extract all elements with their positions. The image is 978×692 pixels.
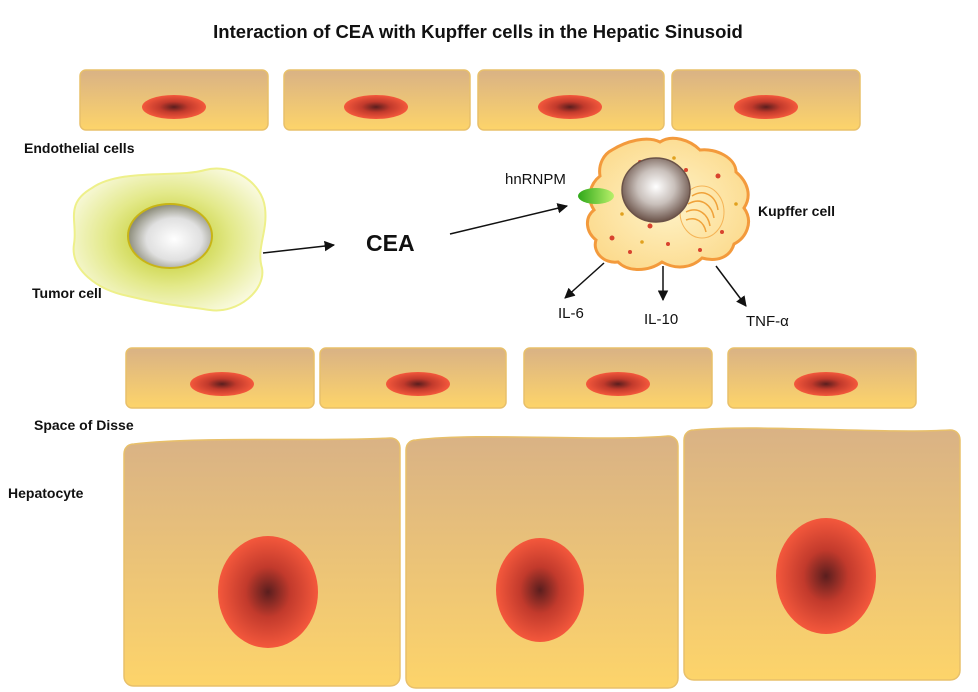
hepatocyte-row	[123, 427, 961, 689]
endothelial-cell	[523, 347, 713, 409]
hepatocyte-cell	[405, 435, 679, 689]
nucleus	[142, 95, 206, 119]
arrow-cea-to-kupffer	[449, 203, 569, 235]
label-kupffer-cell: Kupffer cell	[758, 203, 835, 219]
arrow-tumor-to-cea	[262, 240, 336, 254]
endothelial-cell	[79, 69, 269, 131]
label-cea: CEA	[366, 230, 415, 256]
label-il10: IL-10	[644, 311, 678, 328]
endothelial-row-bottom	[125, 347, 917, 409]
label-endothelial-cells: Endothelial cells	[24, 140, 135, 156]
nucleus	[734, 95, 798, 119]
hepatocyte-nucleus	[776, 518, 876, 634]
endothelial-cell	[671, 69, 861, 131]
label-tnf: TNF-α	[746, 313, 789, 330]
hepatocyte-cell	[683, 427, 961, 681]
endothelial-row-top	[79, 69, 861, 131]
label-hnrnpm: hnRNPM	[505, 171, 566, 188]
hepatocyte-nucleus	[496, 538, 584, 642]
endothelial-cell	[125, 347, 315, 409]
endothelial-cell	[477, 69, 665, 131]
tumor-nucleus	[127, 203, 213, 269]
endothelial-cell	[283, 69, 471, 131]
kupffer-nucleus	[621, 157, 691, 223]
kupffer-cell	[578, 136, 750, 271]
nucleus	[190, 372, 254, 396]
nucleus	[586, 372, 650, 396]
arrow-to-il6	[564, 262, 605, 299]
arrow-to-tnf	[715, 265, 747, 307]
hepatocyte-cell	[123, 437, 401, 687]
label-tumor-cell: Tumor cell	[32, 285, 102, 301]
label-space-of-disse: Space of Disse	[34, 417, 134, 433]
nucleus	[538, 95, 602, 119]
nucleus	[794, 372, 858, 396]
nucleus	[344, 95, 408, 119]
label-hepatocyte: Hepatocyte	[8, 485, 84, 501]
hepatocyte-nucleus	[218, 536, 318, 648]
nucleus	[386, 372, 450, 396]
label-il6: IL-6	[558, 305, 584, 322]
endothelial-cell	[319, 347, 507, 409]
tumor-cell	[72, 167, 267, 312]
hnrnpm-receptor	[578, 188, 614, 204]
diagram-title: Interaction of CEA with Kupffer cells in…	[213, 21, 743, 42]
endothelial-cell	[727, 347, 917, 409]
